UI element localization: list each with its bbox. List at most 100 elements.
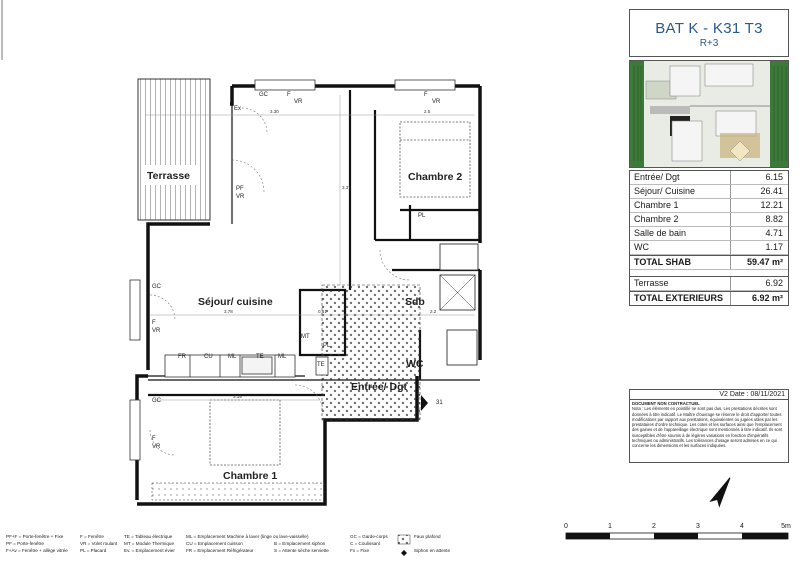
site-map [629, 60, 789, 168]
entrance-arrow [421, 395, 428, 411]
label-te2: TE [317, 362, 325, 368]
legend-item: PL = Placard [80, 548, 107, 553]
exterior-value: 6.92 [765, 278, 783, 288]
area-row: WC 1.17 [630, 241, 788, 255]
table-gap [630, 270, 788, 277]
exterior-label: Terrasse [630, 277, 731, 290]
legend-item: F+Av = Fenêtre + allège vitrée [6, 548, 68, 553]
total-shab-value: 59.47 m² [746, 257, 783, 267]
room-wc: WC [406, 358, 424, 370]
label-f-top2: F [424, 92, 428, 98]
legend-item: B = Emplacement siphon [274, 541, 326, 546]
faux-plafond-zone [321, 284, 421, 421]
area-value: 4.71 [765, 228, 783, 238]
scale: 0 1 2 3 4 5m [560, 520, 796, 550]
label-fr: FR [178, 354, 186, 360]
north-arrow [709, 477, 731, 508]
label-vr-top2: VR [432, 99, 441, 105]
label-vr-pf: VR [236, 194, 245, 200]
dotted-strip [151, 482, 325, 501]
label-gc-top: GC [259, 92, 268, 98]
total-shab-row: TOTAL SHAB 59.47 m² [630, 255, 788, 270]
dim-v: 3.37 [342, 185, 351, 190]
bed-chambre1 [209, 399, 281, 466]
area-row: Chambre 1 12.21 [630, 199, 788, 213]
title-box: BAT K - K31 T3 R+3 [629, 9, 789, 57]
scale-tick: 0 [564, 523, 568, 530]
area-label: WC [630, 241, 731, 254]
legend-siphon-icon [401, 550, 407, 556]
version-date: V2 Date : 08/11/2021 [630, 390, 788, 400]
legend-item: Siphon en attente [414, 548, 451, 553]
legend-item: F = Fenêtre [80, 534, 104, 539]
label-ml1: ML [228, 354, 237, 360]
area-row: Chambre 2 8.82 [630, 213, 788, 227]
room-entree: Entrée/ Dgt [351, 381, 408, 393]
room-terrasse: Terrasse [147, 170, 191, 182]
area-label: Chambre 1 [630, 199, 731, 212]
dim-mid3: 2.2 [430, 309, 437, 314]
legend-item: Faux plafond [414, 534, 441, 539]
label-ml2: ML [278, 354, 287, 360]
legend-item: CU = Emplacement cuisson [186, 541, 243, 546]
legend-item: PF = Porte-fenêtre [6, 541, 44, 546]
total-shab-label: TOTAL SHAB [630, 256, 731, 269]
scale-bar [565, 532, 789, 540]
floor-level: R+3 [699, 38, 719, 49]
room-sejour: Séjour/ cuisine [198, 296, 273, 308]
total-ext-row: TOTAL EXTERIEURS 6.92 m² [630, 291, 788, 305]
legend-item: S = Attente sèche serviette [274, 548, 329, 553]
legend-item: VR = Volet roulant [80, 541, 118, 546]
legend-faux-plafond-icon [397, 534, 411, 545]
label-te: TE [256, 354, 264, 360]
label-door-num: 31 [436, 400, 443, 406]
notes-body: Nota : Les éléments en pointillé ne sont… [632, 406, 783, 449]
room-chambre2: Chambre 2 [408, 171, 463, 183]
area-value: 1.17 [765, 242, 783, 252]
area-value: 6.15 [765, 172, 783, 182]
legend-item: MT = Module Thermique [124, 541, 175, 546]
dim-mid: 3.78 [224, 309, 233, 314]
label-gc-left2: GC [152, 398, 161, 404]
label-pf: PF [236, 186, 244, 192]
legend-item: GC = Garde-corps [350, 534, 388, 539]
area-row: Salle de bain 4.71 [630, 227, 788, 241]
legend-item: TE = Tableau électrique [124, 534, 173, 539]
label-pl2: PL [323, 343, 331, 349]
legend-item: ML = Emplacement Machine à laver (linge … [186, 534, 309, 539]
label-pl1: PL [418, 213, 426, 219]
exterior-row: Terrasse 6.92 [630, 277, 788, 291]
legend-item: Ev. = Emplacement évier [124, 548, 175, 553]
label-cu: CU [204, 354, 213, 360]
label-ex: Ex [234, 106, 242, 112]
area-label: Chambre 2 [630, 213, 731, 226]
room-chambre1: Chambre 1 [223, 470, 278, 482]
area-value: 26.41 [760, 186, 783, 196]
dim-top2: 2.5 [424, 109, 431, 114]
area-value: 8.82 [765, 214, 783, 224]
dim-top1: 3.30 [270, 109, 279, 114]
notes-box: V2 Date : 08/11/2021 DOCUMENT NON CONTRA… [629, 389, 789, 463]
area-value: 12.21 [760, 200, 783, 210]
plan-title: BAT K - K31 T3 [655, 20, 763, 37]
area-label: Salle de bain [630, 227, 731, 240]
dim-c1: 3.19 [233, 394, 242, 399]
label-gc-left1: GC [152, 284, 161, 290]
label-f-left2: F [152, 436, 156, 442]
label-vr-left1: VR [152, 328, 161, 334]
label-vr-left2: VR [152, 444, 161, 450]
legend-item: PF+F = Porte-fenêtre + Fixe [6, 534, 64, 539]
dim-mid2: 0.81 [318, 309, 327, 314]
total-ext-label: TOTAL EXTERIEURS [630, 292, 731, 305]
scale-tick: 4 [740, 523, 744, 530]
room-sdb: Sdb [405, 296, 425, 308]
notes-heading: DOCUMENT NON CONTRACTUEL [632, 401, 700, 406]
label-f-left1: F [152, 320, 156, 326]
scale-tick: 5m [781, 523, 791, 530]
scale-tick: 2 [652, 523, 656, 530]
bed-chambre2 [399, 121, 471, 198]
total-ext-value: 6.92 m² [751, 293, 783, 303]
